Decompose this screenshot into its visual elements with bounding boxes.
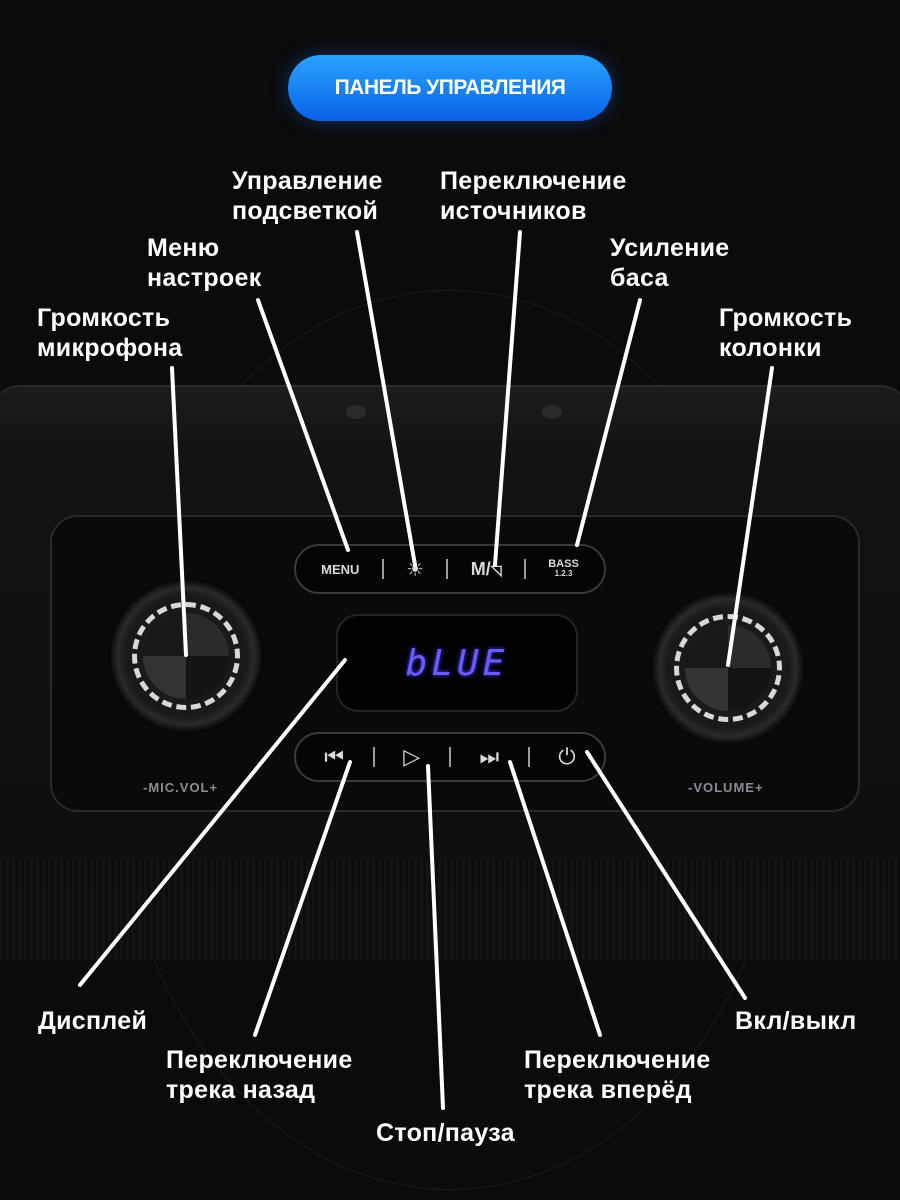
leader-prev: [253, 760, 352, 1037]
volume-knob-label: -VOLUME+: [688, 780, 764, 795]
top-button-bar: MENU ☀ M/◹ BASS 1.2.3: [294, 544, 606, 594]
speaker-grille: [0, 860, 900, 960]
mic-knob-label: -MIC.VOL+: [143, 780, 219, 795]
play-pause-button[interactable]: ▷: [403, 744, 421, 769]
label-power: Вкл/выкл: [735, 1007, 857, 1035]
separator: [381, 559, 384, 579]
prev-track-button[interactable]: ⏮: [324, 744, 345, 769]
next-track-button[interactable]: ⏭: [479, 744, 500, 769]
separator: [523, 559, 526, 579]
leader-power: [585, 750, 747, 1000]
top-bump-left: [346, 405, 366, 419]
volume-knob[interactable]: [650, 590, 806, 746]
separator: [527, 747, 530, 767]
leader-volume: [726, 366, 774, 667]
header-pill: ПАНЕЛЬ УПРАВЛЕНИЯ: [288, 55, 612, 121]
separator: [446, 559, 449, 579]
leader-menu: [256, 298, 350, 552]
display-text: bLUE: [405, 642, 509, 684]
bass-button[interactable]: BASS 1.2.3: [548, 559, 579, 579]
tws-icon: ◹: [490, 561, 502, 578]
leader-display: [78, 658, 347, 987]
mode-label: M/: [470, 558, 491, 579]
backlight-button[interactable]: ☀: [406, 558, 425, 581]
bass-levels: 1.2.3: [554, 569, 573, 578]
leader-mic: [170, 366, 188, 657]
label-display: Дисплей: [38, 1007, 148, 1035]
leader-next: [508, 760, 602, 1037]
label-play-pause: Стоп/пауза: [376, 1119, 515, 1147]
top-bump-right: [542, 405, 562, 419]
power-button[interactable]: ⏻: [558, 744, 576, 769]
header-title: ПАНЕЛЬ УПРАВЛЕНИЯ: [334, 76, 566, 99]
separator: [448, 747, 451, 767]
leader-play: [426, 764, 445, 1110]
bass-label: BASS: [548, 558, 579, 570]
menu-button[interactable]: MENU: [321, 561, 360, 577]
display: bLUE: [336, 614, 578, 712]
leader-backlight: [355, 230, 417, 567]
mode-button[interactable]: M/◹: [471, 559, 502, 580]
leader-source: [493, 230, 522, 567]
leader-bass: [575, 298, 642, 547]
separator: [372, 747, 375, 767]
